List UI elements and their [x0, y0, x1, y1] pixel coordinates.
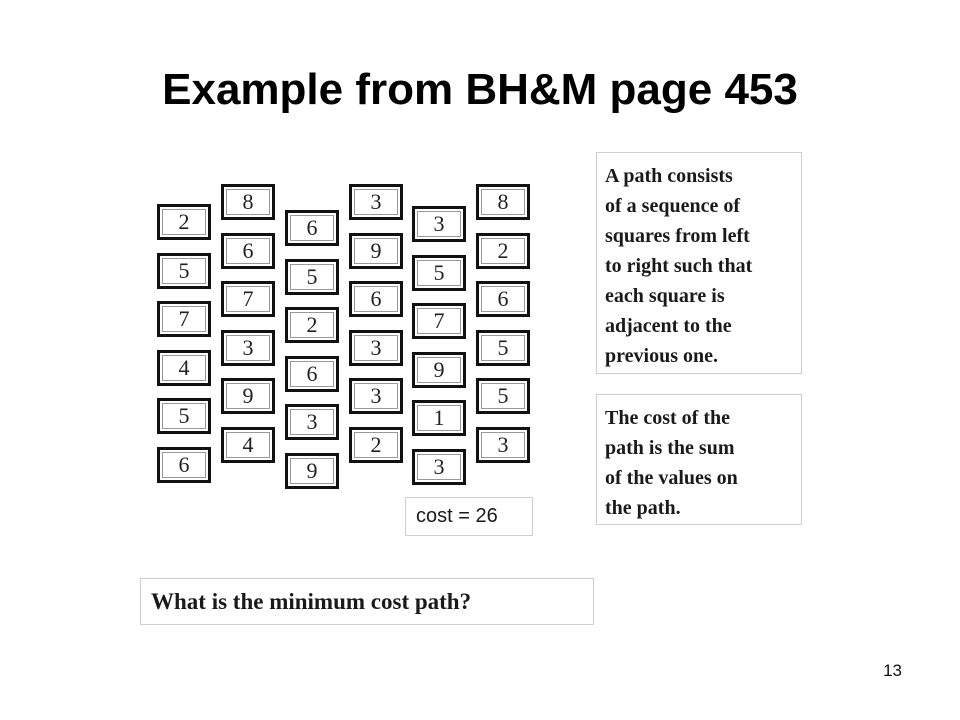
cost-label: cost = 26 — [405, 497, 533, 536]
grid-cell: 6 — [349, 281, 403, 317]
grid-cell: 5 — [412, 255, 466, 291]
grid-cell: 6 — [476, 281, 530, 317]
grid-cell: 3 — [221, 330, 275, 366]
grid-cell: 5 — [157, 398, 211, 434]
grid-cell: 8 — [221, 184, 275, 220]
grid-cell: 2 — [157, 204, 211, 240]
cost-definition-box: The cost of the path is the sum of the val… — [596, 394, 802, 525]
grid-cell: 3 — [349, 184, 403, 220]
grid-cell: 1 — [412, 400, 466, 436]
grid-cell: 9 — [221, 378, 275, 414]
grid-cell: 6 — [157, 447, 211, 483]
grid-cell: 3 — [349, 330, 403, 366]
text-line: adjacent to the — [605, 315, 732, 337]
slide-title: Example from BH&M page 453 — [162, 65, 798, 114]
text-line: of the values on — [605, 467, 738, 489]
text-line: the path. — [605, 497, 681, 519]
grid-cell: 3 — [412, 206, 466, 242]
text-line: squares from left — [605, 225, 750, 247]
grid-cell: 4 — [221, 427, 275, 463]
text-line: of a sequence of — [605, 195, 740, 217]
grid-cell: 5 — [285, 259, 339, 295]
slide-number: 13 — [883, 661, 902, 680]
grid-cell: 2 — [285, 307, 339, 343]
text-line: path is the sum — [605, 437, 735, 459]
grid-cell: 5 — [476, 378, 530, 414]
text-line: each square is — [605, 285, 725, 307]
text-line: The cost of the — [605, 407, 730, 429]
grid-cell: 8 — [476, 184, 530, 220]
grid-cell: 3 — [412, 449, 466, 485]
text-line: A path consists — [605, 165, 733, 187]
grid-cell: 5 — [157, 253, 211, 289]
grid-cell: 3 — [476, 427, 530, 463]
grid-cell: 9 — [412, 352, 466, 388]
grid-cell: 9 — [349, 233, 403, 269]
grid-cell: 6 — [221, 233, 275, 269]
grid-cell: 2 — [476, 233, 530, 269]
grid-cell: 7 — [221, 281, 275, 317]
grid-cell: 3 — [349, 378, 403, 414]
grid-cell: 4 — [157, 350, 211, 386]
text-line: previous one. — [605, 345, 718, 367]
question-box: What is the minimum cost path? — [140, 578, 594, 625]
path-definition-box: A path consists of a sequence of squares f… — [596, 152, 802, 374]
grid-cell: 9 — [285, 453, 339, 489]
grid-cell: 2 — [349, 427, 403, 463]
grid-cell: 6 — [285, 210, 339, 246]
grid-cell: 5 — [476, 330, 530, 366]
text-line: to right such that — [605, 255, 753, 277]
grid-cell: 3 — [285, 404, 339, 440]
grid-cell: 7 — [412, 303, 466, 339]
grid-cell: 7 — [157, 301, 211, 337]
grid-cell: 6 — [285, 356, 339, 392]
